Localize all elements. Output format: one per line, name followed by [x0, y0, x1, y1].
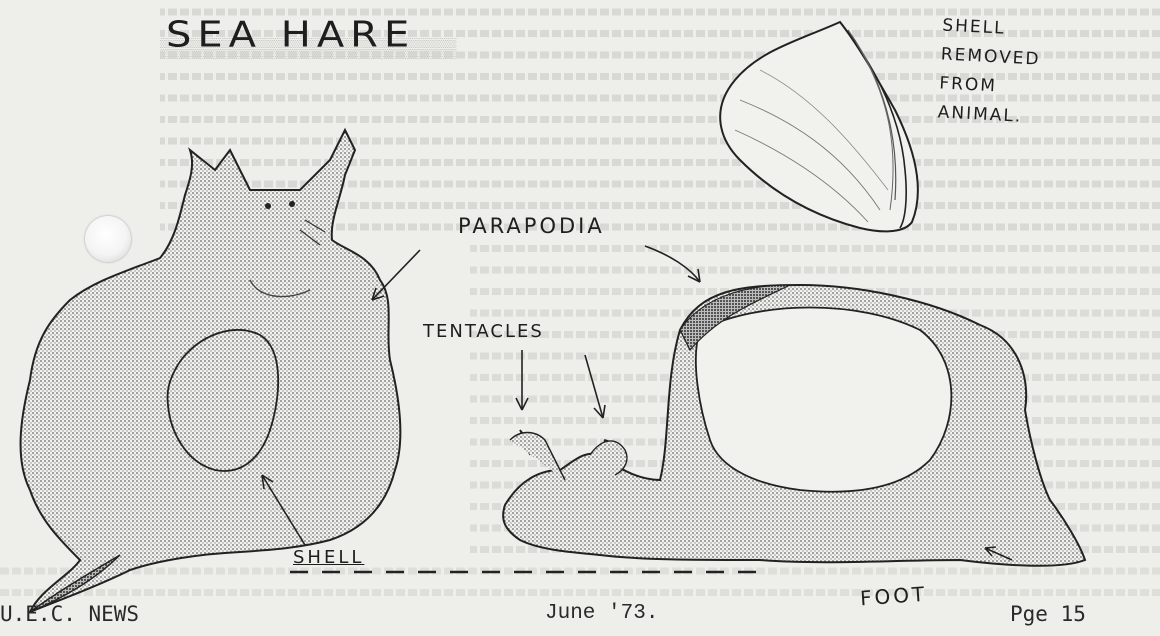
label-tentacles: TENTACLES — [423, 321, 544, 342]
label-parapodia: PARAPODIA — [458, 214, 605, 238]
footer-date: June '73. — [545, 602, 658, 625]
footer-page-number: Pge 15 — [1010, 602, 1086, 626]
shell-note-line: ANIMAL. — [937, 98, 1038, 132]
shell-removed-note: SHELL REMOVED FROM ANIMAL. — [937, 11, 1043, 132]
reverse-side-lines-bottom — [0, 560, 1160, 600]
label-foot: FOOT — [859, 582, 928, 611]
footer-publication: U.E.C. NEWS — [0, 602, 139, 626]
label-shell: SHELL — [293, 547, 364, 568]
punch-hole — [85, 216, 131, 262]
page-title: SEA HARE — [166, 14, 415, 55]
